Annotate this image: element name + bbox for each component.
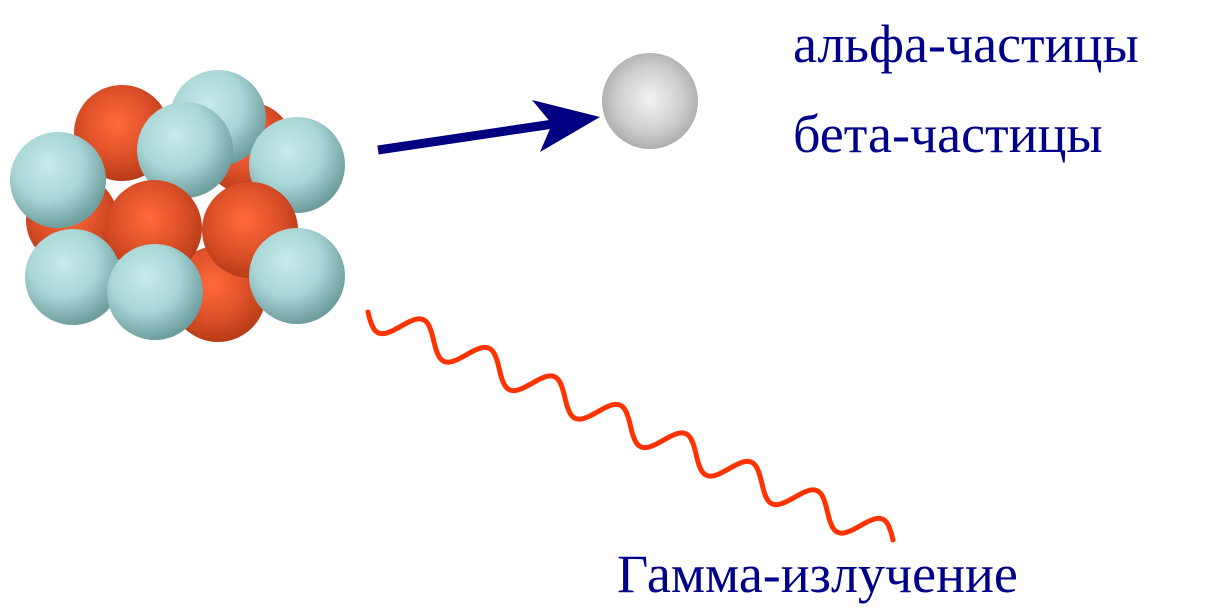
emitted-particle	[602, 53, 698, 149]
neutron	[137, 102, 233, 198]
neutron	[10, 132, 106, 228]
emission-arrow	[377, 100, 600, 155]
gamma-radiation-label: Гамма-излучение	[617, 544, 1018, 604]
neutron	[107, 244, 203, 340]
alpha-particles-label: альфа-частицы	[793, 14, 1139, 74]
neutron	[249, 228, 345, 324]
nucleus	[10, 70, 345, 342]
beta-particles-label: бета-частицы	[793, 104, 1103, 164]
neutron	[25, 229, 121, 325]
gamma-wave	[365, 309, 896, 543]
